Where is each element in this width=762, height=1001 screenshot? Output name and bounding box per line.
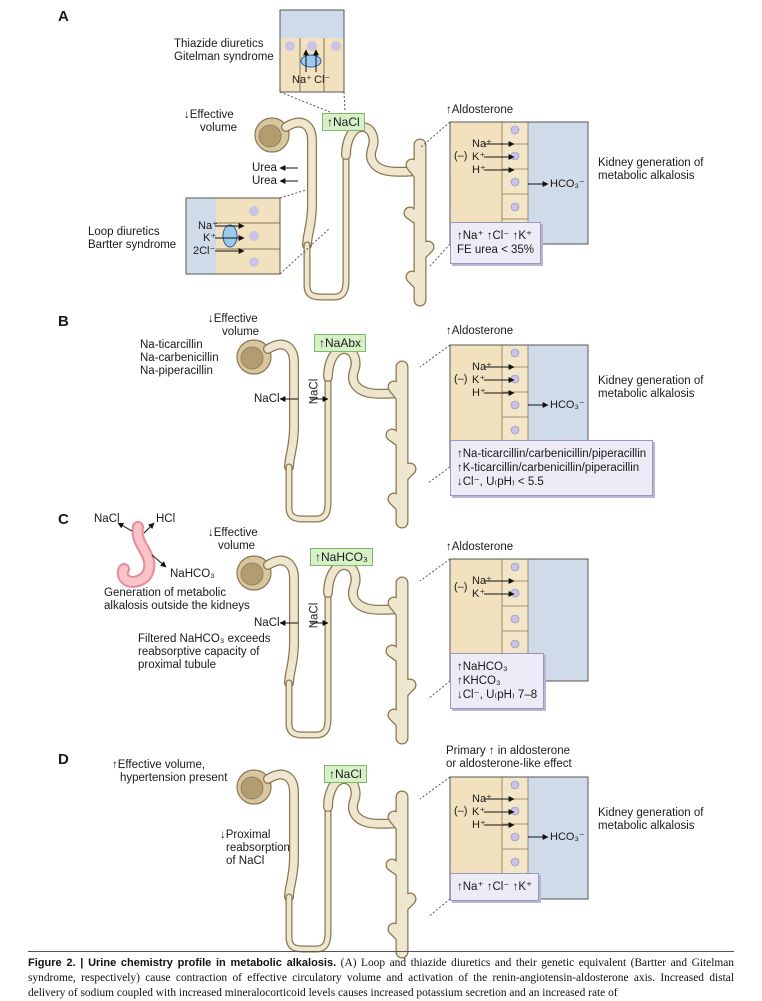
nacl-vertical: NaCl bbox=[308, 378, 321, 405]
green-box: ↑NaAbx bbox=[314, 334, 367, 352]
cell-ion-3: H⁺ bbox=[472, 387, 486, 399]
panel-b: B ↓Effective volume Na-ticarcillin Na-ca… bbox=[0, 305, 762, 500]
effective-volume-1: ↑Effective volume, bbox=[112, 759, 206, 771]
aldosterone-label-1: Primary ↑ in aldosterone bbox=[446, 745, 570, 757]
nacl-vertical: NaCl bbox=[308, 602, 321, 629]
filtered-text-2: reabsorptive capacity of bbox=[138, 646, 260, 658]
minus-sign: (–) bbox=[454, 373, 468, 385]
effective-volume-2: volume bbox=[222, 326, 260, 338]
panel-c: C NaCl HCl NaHCO₃ Generation of metaboli… bbox=[0, 505, 762, 720]
aldosterone-label: ↑Aldosterone bbox=[446, 104, 514, 116]
panel-label: C bbox=[58, 511, 69, 528]
kidney-text-1: Kidney generation of bbox=[598, 375, 704, 387]
urea-label-1: Urea bbox=[252, 162, 277, 174]
inset-ion-na: Na⁺ bbox=[292, 74, 312, 86]
cell-ion-1: Na⁺ bbox=[472, 793, 492, 805]
panel-label: D bbox=[58, 751, 69, 768]
urea-label-2: Urea bbox=[252, 175, 277, 187]
cell-ion-1: Na⁺ bbox=[472, 138, 492, 150]
hco3-label: HCO₃⁻ bbox=[550, 178, 585, 190]
outside-text-2: alkalosis outside the kidneys bbox=[104, 600, 250, 612]
aldosterone-label: ↑Aldosterone bbox=[446, 541, 514, 553]
minus-sign: (–) bbox=[454, 805, 468, 817]
summary-line-1: ↑Na⁺ ↑Cl⁻ ↑K⁺ bbox=[457, 881, 533, 893]
nephron-diagram bbox=[237, 340, 410, 522]
aldosterone-label: ↑Aldosterone bbox=[446, 325, 514, 337]
cell-ion-1: Na⁺ bbox=[472, 361, 492, 373]
effective-volume-2: hypertension present bbox=[120, 772, 228, 784]
kidney-text-2: metabolic alkalosis bbox=[598, 388, 695, 400]
thiazide-label-2: Gitelman syndrome bbox=[174, 51, 274, 63]
summary-line-1: ↑Na⁺ ↑Cl⁻ ↑K⁺ bbox=[457, 230, 533, 242]
panel-a: A Thiazide diuretics Gitelman syndrome N… bbox=[0, 0, 762, 300]
outside-text-1: Generation of metabolic bbox=[104, 587, 227, 599]
cell-ion-2: K⁺ bbox=[472, 588, 486, 600]
stomach-nahco3: NaHCO₃ bbox=[170, 568, 215, 580]
kidney-text-2: metabolic alkalosis bbox=[598, 170, 695, 182]
loop-ion-na: Na⁺ bbox=[198, 220, 218, 232]
green-box: ↑NaCl bbox=[322, 113, 365, 131]
proximal-text-2: reabsorption bbox=[226, 842, 290, 854]
loop-ion-k: K⁺ bbox=[203, 232, 217, 244]
hco3-label: HCO₃⁻ bbox=[550, 831, 585, 843]
loop-inset bbox=[185, 197, 281, 275]
effective-volume-2: volume bbox=[218, 540, 256, 552]
panel-label: A bbox=[58, 8, 69, 25]
proximal-text-1: ↓Proximal bbox=[220, 829, 271, 841]
green-box: ↑NaCl bbox=[324, 765, 367, 783]
summary-line-2: ↑KHCO₃ bbox=[457, 675, 501, 687]
panel-d: D ↑Effective volume, hypertension presen… bbox=[0, 745, 762, 945]
thiazide-label-1: Thiazide diuretics bbox=[174, 38, 264, 50]
drug-3: Na-piperacillin bbox=[140, 365, 213, 377]
cell-ion-2: K⁺ bbox=[472, 151, 486, 163]
summary-line-3: ↓Cl⁻, U₍pH₎ < 5.5 bbox=[457, 476, 544, 488]
urine-summary-box: ↑Na-ticarcillin/carbenicillin/piperacill… bbox=[450, 440, 654, 496]
panel-label: B bbox=[58, 313, 69, 330]
drug-2: Na-carbenicillin bbox=[140, 352, 219, 364]
inset-ion-cl: Cl⁻ bbox=[314, 74, 331, 86]
filtered-text-3: proximal tubule bbox=[138, 659, 216, 671]
stomach-hcl: HCl bbox=[156, 513, 176, 525]
effective-volume-1: ↓Effective bbox=[208, 313, 258, 325]
filtered-text-1: Filtered NaHCO₃ exceeds bbox=[138, 633, 271, 645]
kidney-text-1: Kidney generation of bbox=[598, 157, 704, 169]
cell-ion-3: H⁺ bbox=[472, 819, 486, 831]
summary-line-1: ↑Na-ticarcillin/carbenicillin/piperacill… bbox=[457, 448, 647, 460]
caption-title: Figure 2. | Urine chemistry profile in m… bbox=[28, 957, 337, 969]
kidney-text-2: metabolic alkalosis bbox=[598, 820, 695, 832]
cell-ion-2: K⁺ bbox=[472, 374, 486, 386]
caption-body: (A) Loop and thiazide diuretics and thei… bbox=[28, 957, 734, 999]
cell-ion-3: H⁺ bbox=[472, 164, 486, 176]
stomach-nacl: NaCl bbox=[94, 513, 120, 525]
cell-ion-2: K⁺ bbox=[472, 806, 486, 818]
nacl-left: NaCl bbox=[254, 393, 280, 405]
nephron-diagram bbox=[237, 556, 410, 738]
urine-summary-box: ↑NaHCO₃ ↑KHCO₃ ↓Cl⁻, U₍pH₎ 7–8 bbox=[450, 653, 545, 709]
figure-caption: Figure 2. | Urine chemistry profile in m… bbox=[28, 951, 734, 1001]
effective-volume-2: volume bbox=[200, 122, 238, 134]
effective-volume-1: ↓Effective bbox=[184, 109, 234, 121]
nacl-left: NaCl bbox=[254, 617, 280, 629]
loop-ion-cl: 2Cl⁻ bbox=[193, 245, 216, 257]
hco3-label: HCO₃⁻ bbox=[550, 399, 585, 411]
proximal-text-3: of NaCl bbox=[226, 855, 265, 867]
minus-sign: (–) bbox=[454, 581, 468, 593]
urine-summary-box: ↑Na⁺ ↑Cl⁻ ↑K⁺ FE urea < 35% bbox=[450, 222, 542, 264]
summary-line-3: ↓Cl⁻, U₍pH₎ 7–8 bbox=[457, 689, 538, 701]
minus-sign: (–) bbox=[454, 150, 468, 162]
thiazide-inset bbox=[279, 9, 345, 93]
loop-label-2: Bartter syndrome bbox=[88, 239, 177, 251]
effective-volume-1: ↓Effective bbox=[208, 527, 258, 539]
summary-line-1: ↑NaHCO₃ bbox=[457, 661, 508, 673]
urine-summary-box: ↑Na⁺ ↑Cl⁻ ↑K⁺ bbox=[450, 873, 540, 901]
loop-label-1: Loop diuretics bbox=[88, 226, 160, 238]
cell-ion-1: Na⁺ bbox=[472, 575, 492, 587]
kidney-text-1: Kidney generation of bbox=[598, 807, 704, 819]
aldosterone-label-2: or aldosterone-like effect bbox=[446, 758, 572, 770]
drug-1: Na-ticarcillin bbox=[140, 339, 203, 351]
green-box: ↑NaHCO₃ bbox=[310, 548, 373, 566]
summary-line-2: ↑K-ticarcillin/carbenicillin/piperacilli… bbox=[457, 462, 640, 474]
summary-line-2: FE urea < 35% bbox=[457, 244, 535, 256]
